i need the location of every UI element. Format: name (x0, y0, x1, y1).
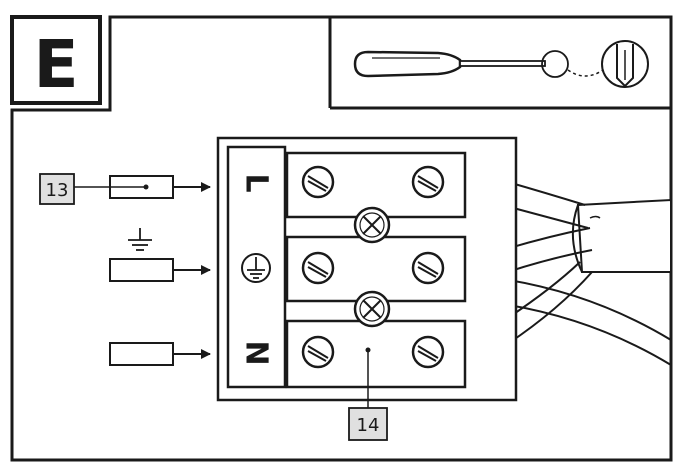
screw-icon (301, 165, 335, 199)
earth-ground-icon (128, 228, 152, 251)
screw-icon (301, 251, 335, 285)
screw-icon (301, 335, 335, 369)
conductor-earth (109, 258, 211, 282)
callout-13-label: 13 (46, 180, 69, 201)
panel-frame (10, 15, 673, 462)
earth-ground-icon (241, 253, 271, 283)
tool-inset (328, 17, 671, 110)
screw-icon (411, 165, 445, 199)
terminal-label-neutral: N (239, 340, 274, 365)
conductor-neutral (109, 342, 211, 366)
terminal-label-live: L (239, 173, 274, 192)
callout-13: 13 (39, 173, 144, 205)
step-label: E (33, 26, 78, 103)
phillips-screw-icon (353, 206, 391, 244)
screw-icon (411, 251, 445, 285)
terminal-block: L N (216, 136, 518, 402)
callout-14: 14 (348, 352, 388, 441)
flathead-screwdriver-icon (353, 40, 649, 88)
step-label-box: E (10, 15, 102, 105)
screw-icon (411, 335, 445, 369)
callout-14-label: 14 (357, 415, 380, 436)
phillips-screw-icon (353, 290, 391, 328)
